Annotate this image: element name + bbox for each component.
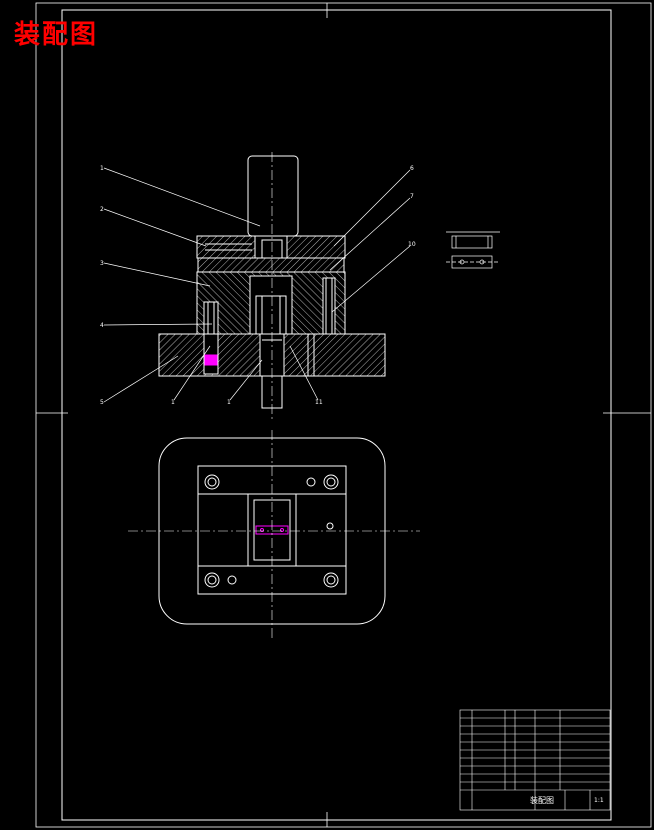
leader-label: 4 bbox=[100, 322, 104, 329]
sheet-border bbox=[35, 2, 652, 828]
leader-label: 1 bbox=[227, 399, 231, 406]
title-block-scale: 1:1 bbox=[594, 797, 604, 804]
leader-label: 3 bbox=[100, 260, 104, 267]
title-block-drawing-name: 装配图 bbox=[530, 795, 554, 805]
leader-label: 1 bbox=[171, 399, 175, 406]
leader-label: 2 bbox=[100, 206, 104, 213]
leader-label: 6 bbox=[410, 165, 414, 172]
leader-label: 1 bbox=[100, 165, 104, 172]
leader-label: 7 bbox=[410, 193, 414, 200]
title-block-text: 装配图 1:1 bbox=[530, 795, 604, 805]
title-block bbox=[459, 709, 611, 811]
leader-label: 11 bbox=[315, 399, 323, 406]
leader-labels: 1 2 3 4 5 6 7 10 1 1 11 bbox=[100, 165, 416, 406]
leader-label: 5 bbox=[100, 399, 104, 406]
page-title: 装配图 bbox=[14, 20, 99, 50]
part-detail-view bbox=[446, 231, 500, 269]
front-section-view bbox=[158, 152, 386, 420]
leader-lines bbox=[103, 167, 411, 403]
plan-view bbox=[128, 430, 420, 640]
leader-label: 10 bbox=[408, 241, 416, 248]
